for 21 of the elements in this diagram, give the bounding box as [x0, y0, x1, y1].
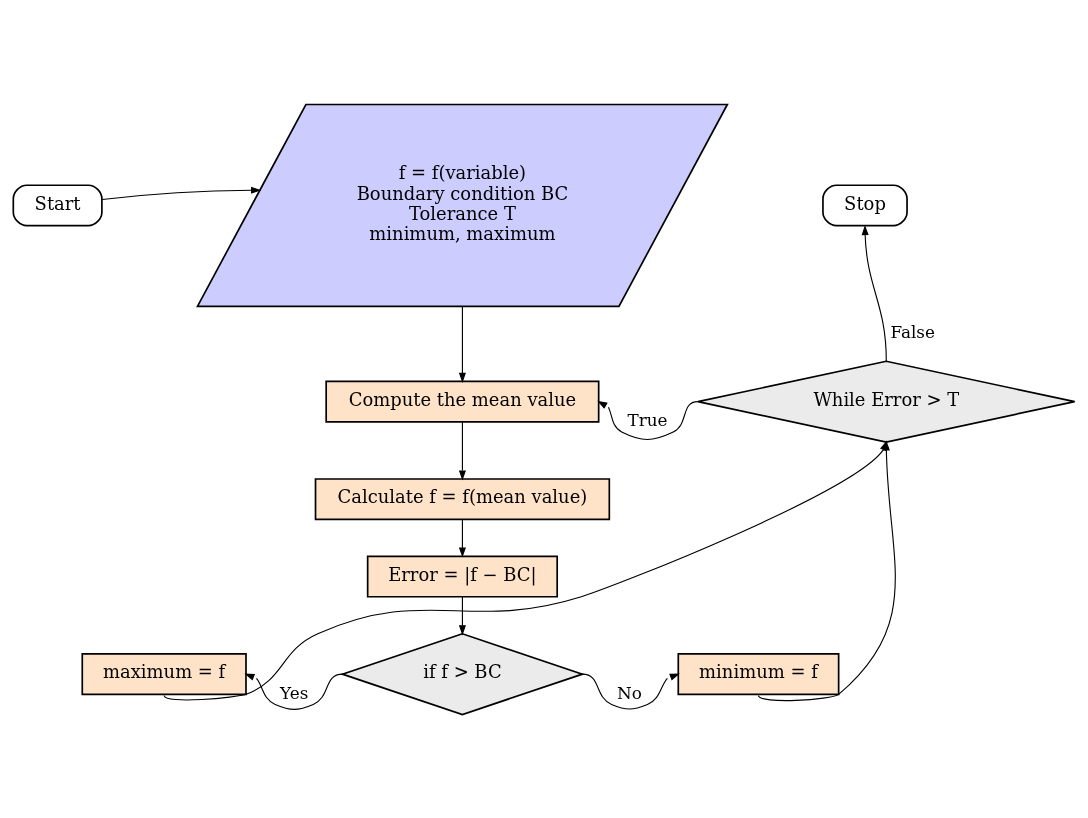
edge-label: No: [617, 682, 642, 703]
node-box: minimum = f: [677, 652, 840, 695]
arrow: [458, 595, 466, 635]
arrow: [861, 224, 887, 362]
arrow: [581, 673, 680, 710]
node-box: maximum = f: [81, 652, 247, 695]
arrow: [458, 305, 466, 383]
edge-label: True: [627, 409, 668, 430]
arrow: [244, 673, 343, 710]
edge-label: False: [890, 321, 935, 342]
arrow: [597, 400, 699, 440]
node-diamond: While Error > T: [697, 359, 1076, 443]
node-box: Stop: [822, 183, 908, 226]
node-box: Calculate f = f(mean value): [314, 477, 611, 520]
edge-label: Yes: [280, 682, 309, 703]
node-box: Error = |f − BC|: [366, 555, 558, 598]
node-box: Start: [12, 183, 103, 226]
arrow: [458, 518, 466, 558]
node-box: Compute the mean value: [325, 380, 600, 423]
arrow: [101, 186, 262, 200]
arrow: [458, 421, 466, 480]
